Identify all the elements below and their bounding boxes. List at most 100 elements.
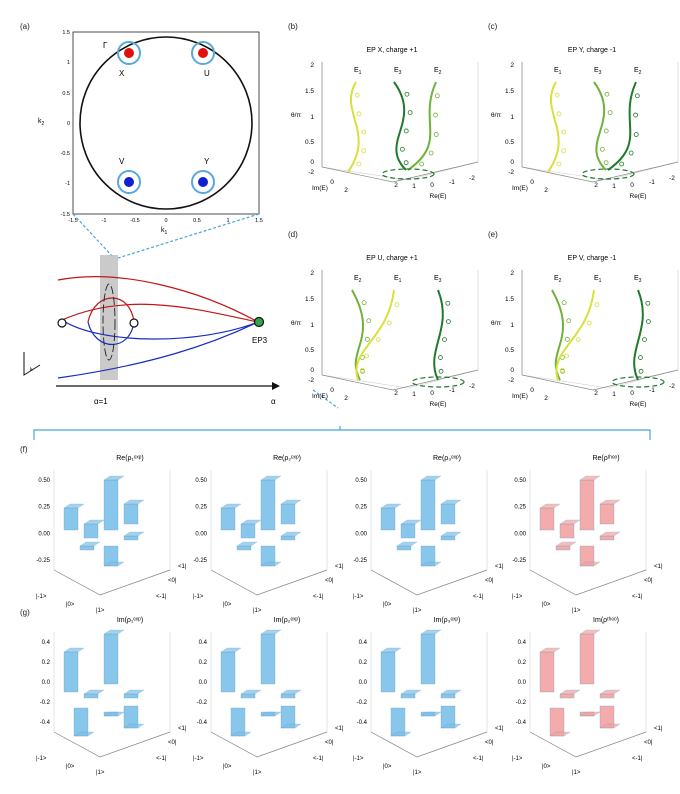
- ep-curve-label-main: E: [394, 67, 399, 74]
- ep-ztick: 2: [310, 270, 314, 277]
- hist-xtick: |0>: [542, 602, 551, 608]
- ep-ytick: 0: [530, 387, 534, 394]
- ep-xtick: 0: [430, 182, 434, 189]
- ep-data-point: [642, 337, 647, 342]
- ep-data-point: [619, 161, 625, 167]
- ep-curve-label: E3: [634, 275, 642, 284]
- hist-bar-top: [73, 731, 95, 737]
- hist-bar-top: [400, 519, 422, 525]
- hist-bar-top: [260, 561, 282, 567]
- ep-xtick: 0: [430, 390, 434, 397]
- hist-ytick: <1|: [178, 564, 187, 570]
- panel-label-d: (d): [288, 230, 298, 239]
- ep-data-point: [645, 300, 651, 306]
- hist-bar-top: [280, 689, 302, 695]
- ep-ylabel: Im(E): [312, 393, 328, 400]
- hist-bar-top: [83, 689, 105, 695]
- ep-ztick: 0.5: [505, 139, 514, 146]
- ep-xtick: -2: [669, 175, 675, 182]
- ep-data-point: [586, 320, 592, 326]
- ep-ytick: 0: [530, 179, 534, 186]
- bz-xtick: 1: [226, 218, 229, 224]
- hist-bar-top: [260, 475, 282, 481]
- hist-ztick: -0.25: [193, 558, 207, 564]
- panel-label-g: (g): [20, 608, 30, 617]
- ep-loop-projection: [411, 376, 465, 388]
- hist-xtick: |0>: [383, 764, 392, 770]
- hist-xtick: |0>: [383, 602, 392, 608]
- hist-xtick: |1>: [572, 608, 581, 614]
- ep-curve: [433, 289, 444, 381]
- hist-panel-2: Re(ρ₂ᵉˣᵖ)0.500.250.00-0.25|-1>|0>|1><1|<…: [193, 455, 344, 614]
- ep-data-point: [628, 150, 634, 156]
- ep-data-point: [433, 112, 438, 118]
- ep-ztick: 1.5: [505, 296, 514, 303]
- hist-bar-top: [380, 503, 402, 509]
- gamma-label: Γ: [103, 41, 108, 50]
- hist-bar-top: [420, 561, 442, 567]
- ep-curve-label-sub: 3: [599, 70, 602, 76]
- ep-axes: [521, 62, 679, 183]
- bz-ytick: 1.5: [62, 30, 70, 36]
- ep-data-point: [399, 146, 405, 152]
- hist-ztick: 0.2: [42, 660, 51, 666]
- hist-ytick: <-1|: [632, 756, 643, 762]
- ep-zlabel: θ/π: [491, 320, 501, 327]
- hist-bar-top: [559, 689, 581, 695]
- hist-bar: [440, 503, 456, 525]
- ep-data-point: [594, 302, 600, 308]
- ep-curve-label-sub: 2: [639, 70, 642, 76]
- ep-data-point: [438, 355, 443, 360]
- hist-bar-top: [83, 519, 105, 525]
- hist-ztick: 0.00: [514, 531, 526, 537]
- ep-curve-label-sub: 2: [439, 70, 442, 76]
- hist-xtick: |0>: [66, 602, 75, 608]
- ep-ytick: 0: [330, 387, 334, 394]
- hist-xtick: |-1>: [512, 756, 523, 762]
- ep-data-point: [604, 91, 610, 97]
- ep-curve-label-main: E: [354, 275, 359, 282]
- hist-bar-top: [63, 503, 85, 509]
- point-y: [198, 177, 208, 187]
- ep-data-point: [375, 337, 381, 343]
- hist-ztick: -0.4: [40, 720, 51, 726]
- hist-bar: [280, 535, 296, 541]
- hist-xtick: |1>: [572, 770, 581, 776]
- ep-data-point: [633, 132, 639, 137]
- hist-bar: [440, 535, 456, 541]
- ep-ztick: 0: [310, 367, 314, 374]
- hist-base: [210, 569, 328, 596]
- hist-title: Re(ρ₂ᵉˣᵖ): [273, 455, 301, 462]
- hist-ztick: -0.4: [357, 720, 368, 726]
- section-bracket: [33, 426, 651, 440]
- hist-xtick: |-1>: [353, 756, 364, 762]
- loop-ellipse: [102, 283, 116, 361]
- hist-bar: [579, 633, 595, 685]
- ep-data-point: [366, 318, 372, 324]
- ep-data-point: [434, 93, 440, 99]
- hist-bar: [123, 535, 139, 541]
- ep-data-point: [438, 368, 444, 374]
- ep-panel-title: EP X, charge +1: [366, 47, 417, 54]
- hist-ztick: 0.25: [38, 505, 50, 511]
- red-loop: [87, 297, 135, 323]
- hist-ytick: <0|: [168, 578, 177, 584]
- hist-bar-top: [240, 689, 262, 695]
- ep-curve-label-main: E: [634, 275, 639, 282]
- hist-bar: [236, 545, 252, 551]
- hist-xtick: |0>: [542, 764, 551, 770]
- ep-curve-label-main: E: [554, 275, 559, 282]
- hist-bar: [240, 693, 256, 699]
- hist-bar-top: [63, 647, 85, 653]
- hist-bar-top: [103, 475, 125, 481]
- hist-xtick: |1>: [413, 608, 422, 614]
- hist-ytick: <1|: [335, 726, 344, 732]
- ep-data-point: [404, 91, 410, 97]
- hist-bar-top: [579, 561, 601, 567]
- bz-ylabel: k2: [38, 118, 45, 127]
- hist-panel-1: Im(ρ₁ᵉˣᵖ)0.40.20.0-0.2-0.4|-1>|0>|1><1|<…: [36, 617, 187, 776]
- hist-bar: [599, 693, 615, 699]
- hist-bar-top: [390, 731, 412, 737]
- ep-xtick: -1: [649, 179, 655, 186]
- ep-ztick: 2: [510, 62, 514, 69]
